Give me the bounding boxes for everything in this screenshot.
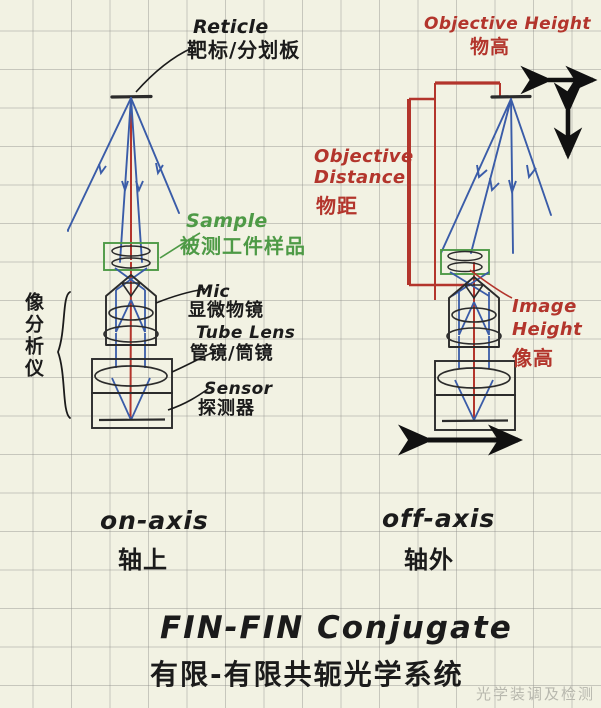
sample-box-right	[440, 249, 490, 275]
left-optical-system	[57, 47, 217, 429]
leader-objective	[155, 288, 206, 304]
right-ray-bundle	[440, 98, 552, 254]
sensor-plane-left	[98, 418, 166, 422]
sample-lens-upper-left	[111, 245, 151, 257]
left-ray-bundle	[67, 97, 180, 263]
objective-front-element-left	[120, 282, 142, 298]
sensor-plane-right	[441, 419, 509, 423]
sample-lens-upper-right	[447, 250, 483, 262]
objective-front-element-right	[463, 284, 485, 300]
image-analyzer-bracket	[57, 291, 71, 419]
sample-lens-lower-right	[447, 261, 483, 273]
leader-reticle	[135, 47, 193, 93]
reticle-plate	[110, 94, 153, 99]
tube-lens-housing-left	[91, 358, 173, 394]
leader-image-height	[469, 269, 513, 299]
sample-box-left	[103, 242, 159, 271]
objective-lens-1-left	[108, 305, 154, 321]
objective-lens-2-right	[446, 327, 502, 345]
leader-sample	[159, 232, 201, 259]
left-ray-arrowheads	[98, 162, 164, 194]
leader-tube-lens	[171, 350, 217, 373]
sample-lens-lower-left	[111, 257, 151, 269]
objective-lens-1-right	[451, 307, 497, 323]
right-optical-system	[398, 65, 598, 456]
objective-lens-2-left	[103, 325, 159, 343]
tube-lens-right	[437, 367, 511, 389]
reticle-plate-right	[490, 94, 532, 99]
right-ray-arrowheads	[476, 164, 537, 196]
tube-lens-left	[94, 365, 168, 387]
leader-sensor	[167, 388, 209, 411]
sensor-housing-left	[91, 392, 173, 429]
